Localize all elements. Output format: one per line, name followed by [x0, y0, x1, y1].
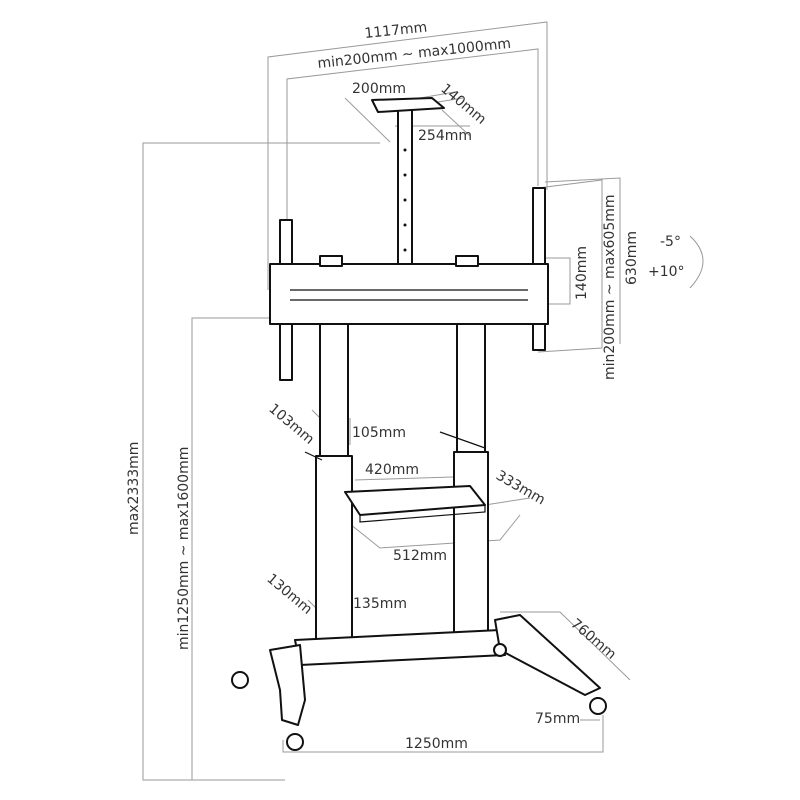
label-camera-pole: 254mm: [418, 128, 472, 144]
label-camera-shelf-depth: 140mm: [437, 81, 489, 128]
label-vesa-height: min200mm ~ max605mm: [602, 194, 618, 380]
label-bracket-height: 140mm: [574, 246, 590, 300]
label-tilt-up: -5°: [660, 234, 681, 250]
label-lower-col-width: 135mm: [353, 596, 407, 612]
label-vesa-width: min200mm ~ max1000mm: [317, 36, 512, 72]
label-rail-height: 630mm: [624, 231, 640, 285]
label-overall-width: 1117mm: [364, 19, 428, 41]
label-caster-offset: 75mm: [535, 711, 580, 727]
label-camera-shelf-width: 200mm: [352, 81, 406, 97]
label-center-height: min1250mm ~ max1600mm: [176, 447, 192, 650]
stand: [231, 97, 607, 751]
label-base-width: 1250mm: [405, 736, 468, 752]
label-lower-col-depth: 130mm: [263, 571, 315, 618]
label-shelf-outer: 512mm: [393, 548, 447, 564]
label-tilt-down: +10°: [648, 264, 685, 280]
label-upper-col-width: 105mm: [352, 425, 406, 441]
label-max-height: max2333mm: [126, 442, 142, 535]
label-base-depth: 760mm: [567, 616, 619, 663]
label-shelf-width: 420mm: [365, 462, 419, 478]
label-upper-col-depth: 103mm: [265, 401, 317, 448]
